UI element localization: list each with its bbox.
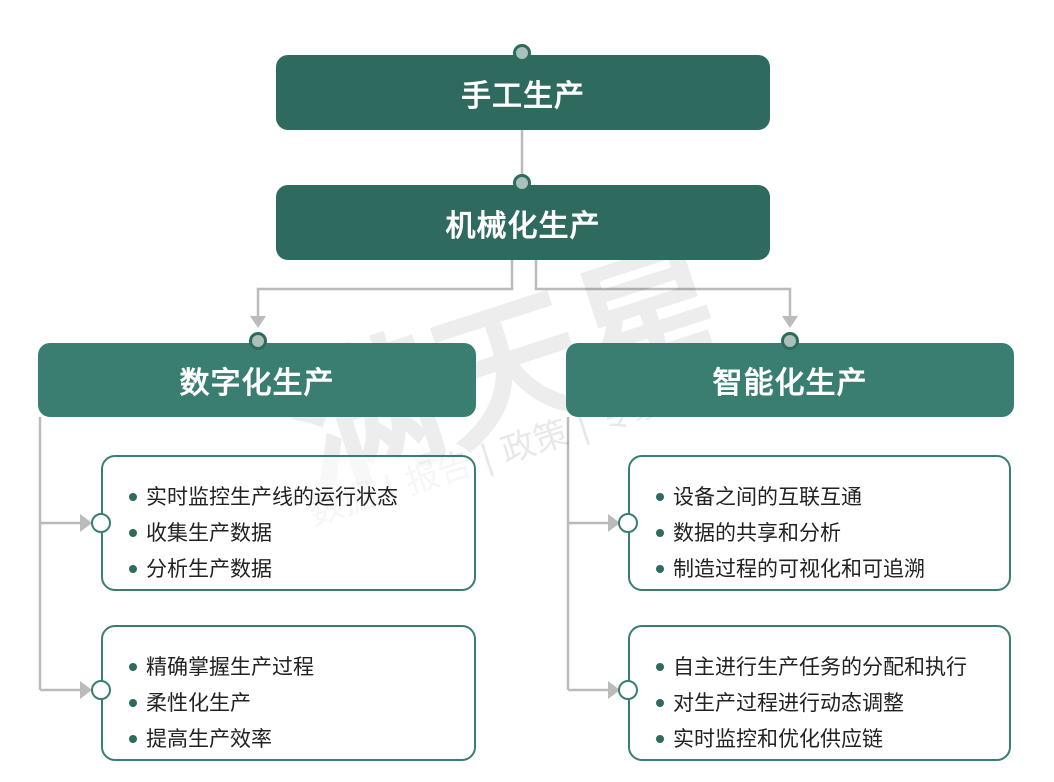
list-item: 自主进行生产任务的分配和执行 [656,649,1009,685]
list-item: 数据的共享和分析 [656,515,1009,551]
connector-dot [249,332,267,350]
list-item: 设备之间的互联互通 [656,479,1009,515]
list-item: 柔性化生产 [129,685,474,721]
detail-box: 精确掌握生产过程柔性化生产提高生产效率 [101,625,476,761]
stage-intelligent-production: 智能化生产 [566,343,1014,417]
item-text: 分析生产数据 [146,557,272,581]
list-item: 精确掌握生产过程 [129,649,474,685]
list-item: 提高生产效率 [129,721,474,757]
list-item: 分析生产数据 [129,551,474,587]
list-item: 收集生产数据 [129,515,474,551]
bullet-icon [129,529,137,537]
bullet-icon [656,565,664,573]
connector-ring [618,680,638,700]
connector-ring [618,513,638,533]
item-text: 设备之间的互联互通 [673,485,862,509]
bullet-icon [129,699,137,707]
list-item: 对生产过程进行动态调整 [656,685,1009,721]
list-item: 实时监控和优化供应链 [656,721,1009,757]
bullet-icon [656,493,664,501]
list-item: 实时监控生产线的运行状态 [129,479,474,515]
bullet-icon [656,699,664,707]
item-text: 对生产过程进行动态调整 [673,691,904,715]
connector-ring [91,680,111,700]
item-text: 提高生产效率 [146,727,272,751]
stage-manual-production: 手工生产 [276,55,770,130]
stage-digital-production: 数字化生产 [38,343,476,417]
connector-ring [91,513,111,533]
stage-mechanized-production: 机械化生产 [276,185,770,260]
bullet-icon [129,565,137,573]
bullet-icon [656,529,664,537]
bullet-icon [129,735,137,743]
bullet-icon [656,663,664,671]
item-text: 实时监控生产线的运行状态 [146,485,398,509]
item-text: 数据的共享和分析 [673,521,841,545]
bullet-icon [129,663,137,671]
item-text: 实时监控和优化供应链 [673,727,883,751]
detail-box: 实时监控生产线的运行状态收集生产数据分析生产数据 [101,455,476,591]
bullet-icon [656,735,664,743]
detail-box: 自主进行生产任务的分配和执行对生产过程进行动态调整实时监控和优化供应链 [628,625,1011,761]
connector-dot [513,44,531,62]
detail-box: 设备之间的互联互通数据的共享和分析制造过程的可视化和可追溯 [628,455,1011,591]
bullet-icon [129,493,137,501]
connector-dot [513,174,531,192]
item-text: 收集生产数据 [146,521,272,545]
item-text: 柔性化生产 [146,691,251,715]
connector-dot [781,332,799,350]
item-text: 制造过程的可视化和可追溯 [673,557,925,581]
list-item: 制造过程的可视化和可追溯 [656,551,1009,587]
item-text: 自主进行生产任务的分配和执行 [673,655,967,679]
item-text: 精确掌握生产过程 [146,655,314,679]
